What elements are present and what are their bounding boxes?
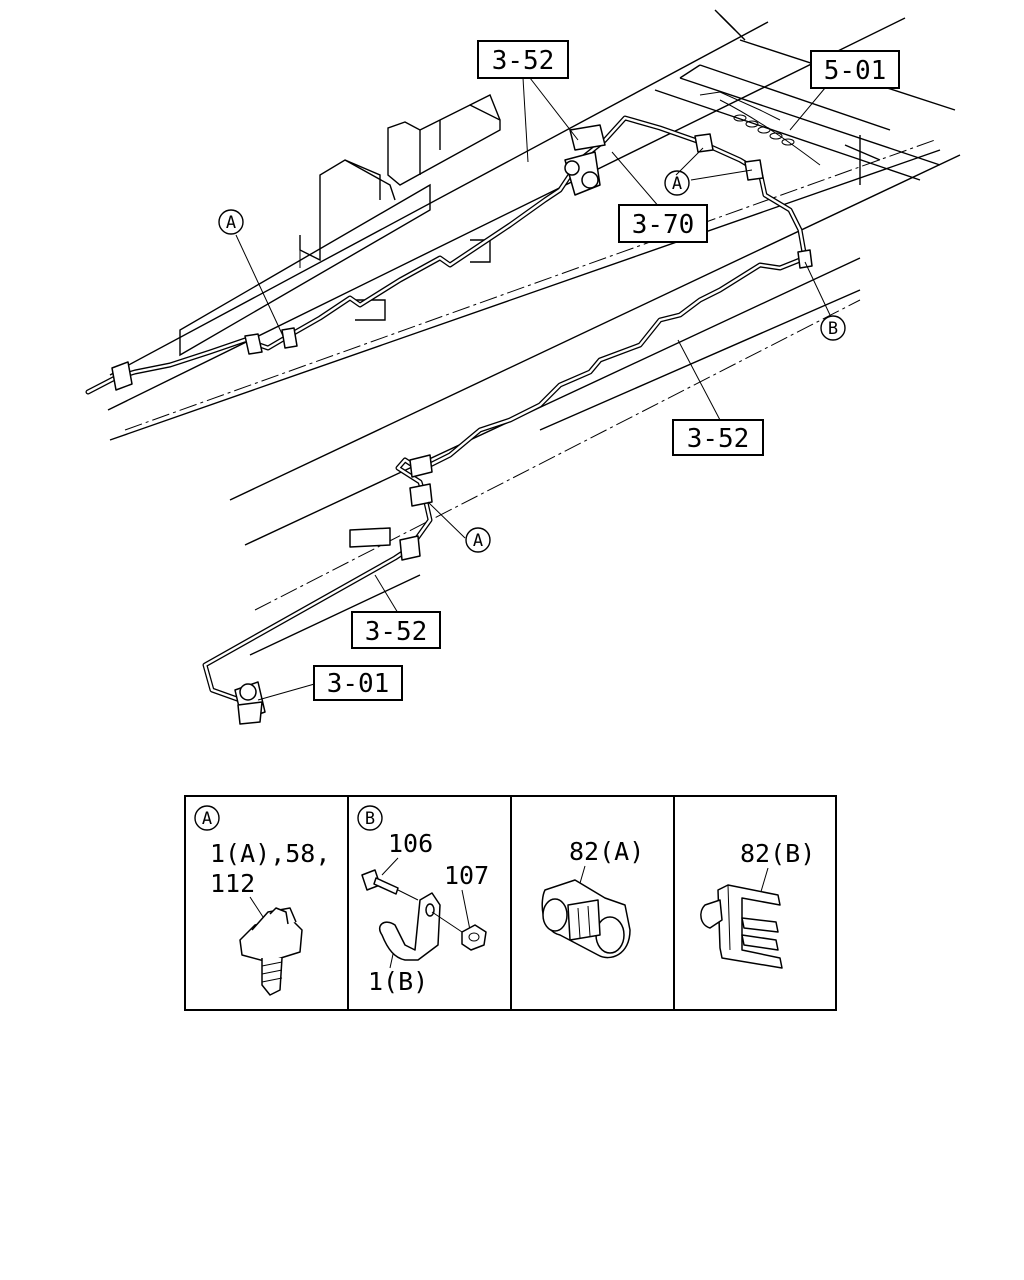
svg-text:3-70: 3-70 (632, 210, 695, 240)
marker-a-lower: A (465, 527, 491, 553)
svg-text:A: A (672, 174, 682, 194)
pipe-clip-82a-icon (541, 879, 631, 959)
svg-text:3-01: 3-01 (327, 669, 390, 699)
detail-cell-b: B 106 107 1(B) (357, 805, 489, 996)
detail-b-label-1b: 1(B) (368, 967, 428, 996)
lower-frame-rail (229, 154, 961, 656)
detail-cell-d: 82(B) (700, 839, 815, 969)
svg-text:A: A (473, 531, 483, 551)
svg-text:A: A (226, 213, 236, 233)
marker-a-right: A (664, 170, 690, 196)
marker-b-right: B (820, 315, 846, 341)
wheel-cylinder (234, 681, 266, 725)
svg-text:B: B (828, 319, 838, 339)
pipe-clips (111, 133, 813, 561)
upper-frame-rail (107, 9, 941, 441)
svg-text:3-52: 3-52 (365, 617, 428, 647)
pipe-clip-82b-icon (700, 884, 783, 969)
detail-d-label: 82(B) (740, 839, 815, 868)
bolt-icon (361, 869, 399, 895)
detail-cell-a: A 1(A),58, 112 (194, 805, 330, 996)
callout-5-01: 5-01 (810, 50, 900, 89)
bracket-clamp-icon (378, 889, 463, 961)
three-way-joint (564, 124, 606, 196)
svg-text:A: A (202, 809, 212, 829)
clip-fastener-icon (239, 907, 303, 996)
detail-b-label-107: 107 (444, 861, 489, 890)
nut-icon (461, 924, 487, 951)
tank-body (179, 94, 501, 357)
callout-3-52-low: 3-52 (351, 611, 441, 649)
callout-3-01: 3-01 (313, 665, 403, 701)
callout-3-70: 3-70 (618, 204, 708, 243)
svg-text:3-52: 3-52 (687, 424, 750, 454)
detail-c-label: 82(A) (569, 837, 644, 866)
detail-b-marker: B (357, 805, 383, 831)
svg-text:B: B (365, 809, 375, 829)
detail-cell-c: 82(A) (541, 837, 644, 959)
svg-text:5-01: 5-01 (824, 56, 887, 86)
leader-lines (235, 77, 831, 701)
callout-3-52-mid: 3-52 (672, 419, 764, 456)
svg-text:3-52: 3-52 (492, 46, 555, 76)
detail-a-marker: A (194, 805, 220, 831)
detail-b-label-106: 106 (388, 829, 433, 858)
marker-a-left: A (218, 209, 244, 235)
callout-3-52-top: 3-52 (477, 40, 569, 79)
detail-a-label-line1: 1(A),58, (210, 839, 330, 868)
detail-a-label-line2: 112 (210, 869, 255, 898)
